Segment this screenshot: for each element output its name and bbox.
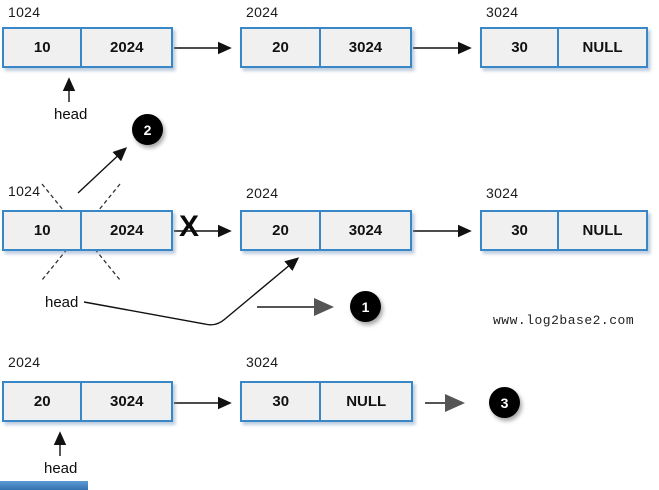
list-node: 30 NULL [480,210,648,251]
list-node: 30 NULL [480,27,648,68]
address-label: 1024 [8,183,41,199]
node-data-cell: 30 [482,29,560,66]
head-pointer-label: head [44,460,78,477]
list-node: 20 3024 [240,27,412,68]
node-data-cell: 20 [4,383,83,420]
node-data-cell: 30 [482,212,560,249]
node-next-cell: NULL [582,222,623,239]
node-next-cell: NULL [582,39,623,56]
node-data-cell: 20 [242,212,321,249]
list-node-deleted: 10 2024 [2,210,173,251]
head-pointer-label: head [45,294,79,311]
arrow-head-rerouted-to-node2 [83,257,300,326]
list-node: 20 3024 [2,381,173,422]
node-next-cell: 3024 [110,393,144,410]
arrow-freed-node-to-badge2 [77,147,128,194]
step-badge-1: 1 [350,291,381,322]
node-next-cell: 2024 [110,39,144,56]
site-watermark: www.log2base2.com [493,313,635,328]
node-data-cell: 10 [4,212,83,249]
node-next-cell: NULL [346,393,387,410]
address-label: 3024 [246,354,279,370]
head-pointer-label: head [54,106,88,123]
address-label: 2024 [8,354,41,370]
step-badge-2: 2 [132,114,163,145]
address-label: 3024 [486,4,519,20]
node-data-cell: 20 [242,29,321,66]
partial-blue-element [0,481,88,490]
node-next-cell: 3024 [348,222,383,239]
node-data-cell: 30 [242,383,322,420]
node-next-cell: 3024 [348,39,383,56]
address-label: 2024 [246,4,279,20]
step-badge-3: 3 [489,387,520,418]
broken-link-x-mark: X [179,210,200,243]
list-node: 20 3024 [240,210,412,251]
address-label: 2024 [246,185,279,201]
list-node: 30 NULL [240,381,413,422]
node-data-cell: 10 [4,29,83,66]
address-label: 3024 [486,185,519,201]
node-next-cell: 2024 [110,222,144,239]
list-node: 10 2024 [2,27,173,68]
address-label: 1024 [8,4,41,20]
